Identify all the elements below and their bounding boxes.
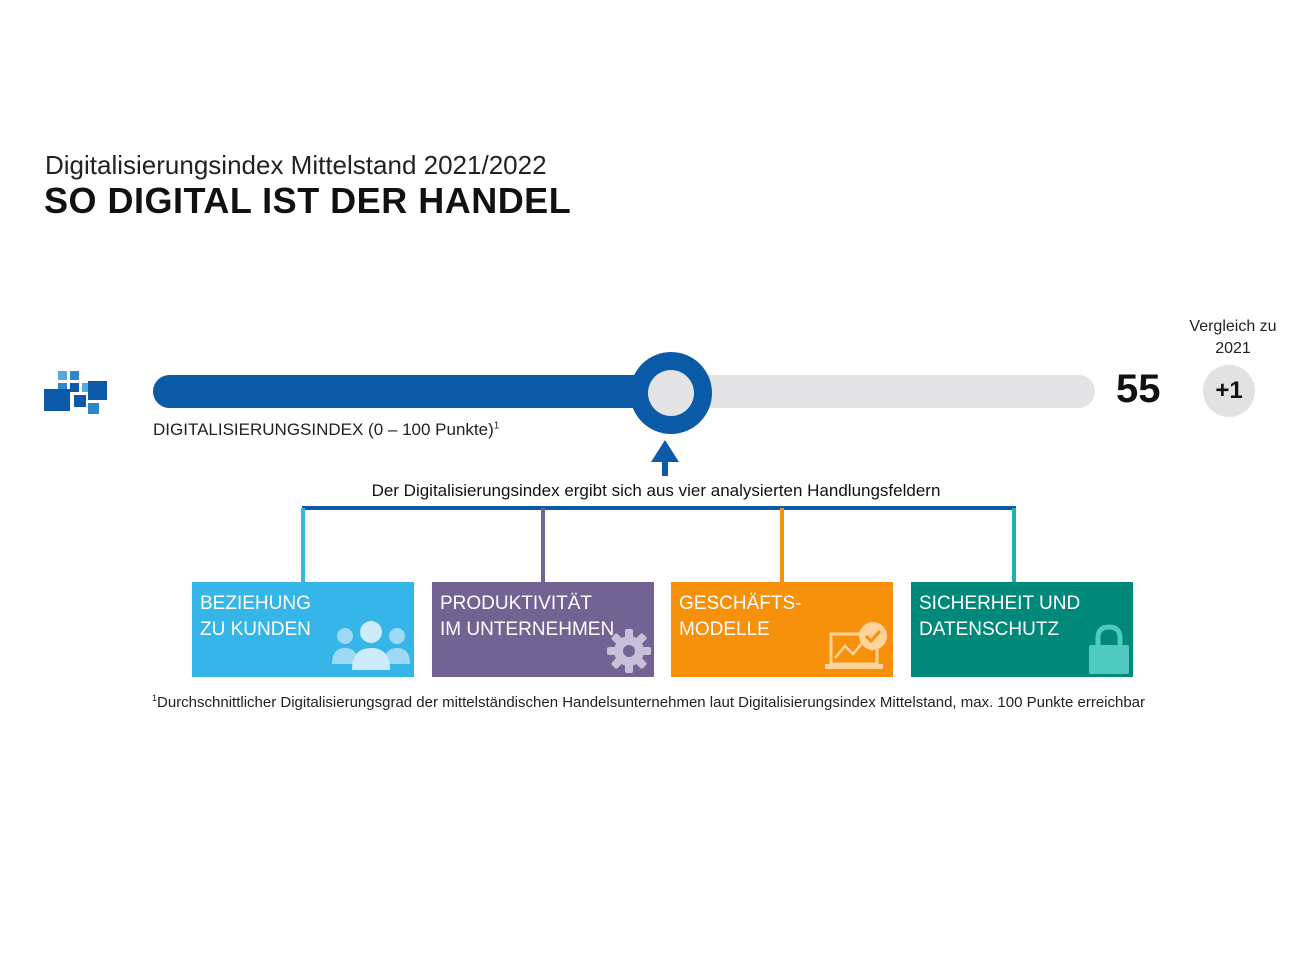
field-geschaeftsmodelle: GESCHÄFTS- MODELLE (671, 582, 893, 677)
compare-badge: +1 (1203, 365, 1255, 417)
footnote-number: 1 (152, 693, 158, 703)
index-scale-label-text: DIGITALISIERUNGSINDEX (0 – 100 Punkte) (153, 420, 494, 439)
gear-icon (607, 629, 651, 673)
footnote-marker: 1 (493, 420, 500, 432)
field-label: PRODUKTIVITÄT IM UNTERNEHMEN (440, 593, 615, 640)
connector-diagram (301, 440, 1016, 582)
index-scale-label: DIGITALISIERUNGSINDEX (0 – 100 Punkte)1 (153, 420, 499, 440)
explanation-text: Der Digitalisierungsindex ergibt sich au… (371, 481, 941, 500)
field-label: GESCHÄFTS- MODELLE (679, 593, 802, 640)
laptop-check-icon (825, 622, 887, 669)
compare-label: Vergleich zu 2021 (1189, 318, 1277, 357)
field-beziehung-zu-kunden: BEZIEHUNG ZU KUNDEN (192, 582, 414, 677)
index-fill (153, 375, 671, 408)
index-track (153, 375, 1095, 408)
index-value: 55 (1116, 367, 1161, 411)
field-produktivitaet: PRODUKTIVITÄT IM UNTERNEHMEN (432, 582, 654, 677)
footnote-text: Durchschnittlicher Digitalisierungsgrad … (157, 694, 1146, 711)
page-title: SO DIGITAL IST DER HANDEL (44, 180, 572, 221)
field-sicherheit-datenschutz: SICHERHEIT UND DATENSCHUTZ (911, 582, 1133, 677)
lock-icon (1089, 624, 1129, 674)
digital-squares-logo (44, 371, 107, 414)
arrow-stem (662, 458, 668, 476)
people-icon (332, 621, 410, 670)
field-label: BEZIEHUNG ZU KUNDEN (200, 593, 311, 640)
up-arrow-icon (651, 440, 679, 462)
field-label: SICHERHEIT UND DATENSCHUTZ (919, 593, 1081, 640)
footnote: 1Durchschnittlicher Digitalisierungsgrad… (152, 693, 1145, 711)
index-marker (630, 352, 712, 434)
subtitle: Digitalisierungsindex Mittelstand 2021/2… (45, 150, 547, 180)
